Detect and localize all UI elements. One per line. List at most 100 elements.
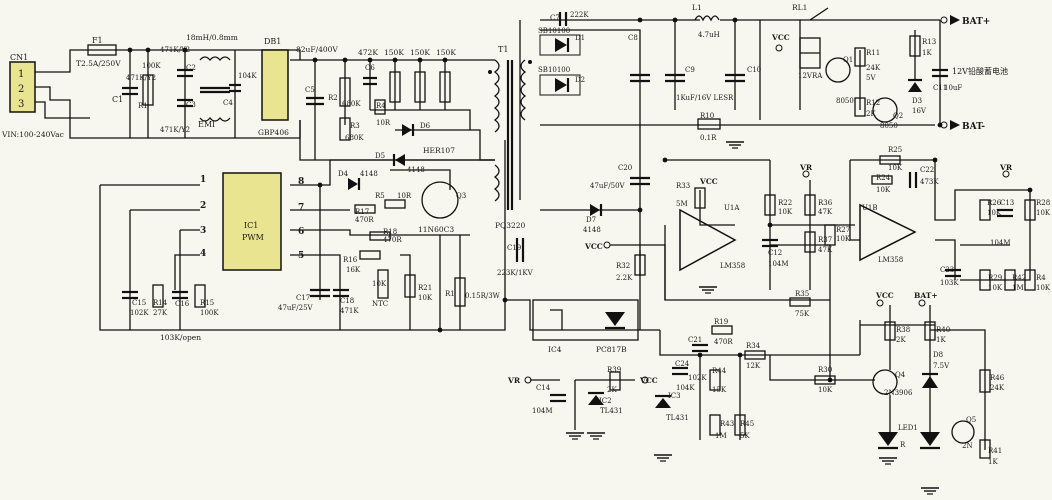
label-r4xv: 10K — [1036, 284, 1051, 292]
opamp-u1b — [860, 205, 915, 260]
resistor-r19 — [712, 326, 732, 334]
label-bat-n: BAT- — [962, 122, 985, 132]
label-vcc: VCC — [771, 33, 790, 42]
label-r2v: 680K — [342, 100, 361, 108]
label-r17: R17 — [355, 208, 369, 216]
label-cn1: CN1 — [10, 53, 28, 62]
label-c23v: 103K — [940, 279, 959, 287]
label-r36: R36 — [818, 199, 833, 207]
label-r15v: 100K — [200, 309, 219, 317]
zener-d3 — [908, 80, 922, 92]
label-r10v: 0.1R — [700, 134, 717, 142]
label-r1: R1 — [138, 102, 148, 110]
label-sb2: SB10100 — [538, 66, 570, 74]
transistor-q5 — [952, 421, 974, 443]
label-r43: R43 — [720, 420, 734, 428]
optocoupler-pc817 — [533, 300, 638, 340]
relay-rl1 — [800, 8, 828, 68]
label-r14v: 27K — [153, 309, 168, 317]
label-r32v: 2.2K — [616, 274, 633, 282]
label-r150c: 150K — [436, 48, 456, 57]
label-tl2: TL431 — [600, 407, 623, 415]
label-c19v: 223K/1KV — [497, 269, 534, 277]
label-r38: R38 — [896, 326, 910, 334]
label-c17v: 47uF/25V — [278, 304, 314, 312]
schottky-d1 — [540, 35, 580, 55]
label-tl1: TL431 — [666, 414, 689, 422]
label-vr3: VR — [507, 376, 521, 385]
label-ic2: IC2 — [599, 397, 612, 405]
label-r43v: 1M — [715, 432, 727, 440]
label-c7v: 222K — [570, 11, 589, 19]
led-2 — [920, 432, 940, 448]
label-vcc5: VCC — [875, 291, 894, 300]
label-c8: C8 — [628, 34, 638, 42]
emi-choke — [200, 57, 230, 121]
label-pin5: 5 — [298, 251, 304, 261]
label-ntcv: 10K — [372, 280, 387, 288]
label-d8: D8 — [933, 351, 943, 359]
label-sb1: SB10100 — [538, 27, 570, 35]
label-c18: C18 — [340, 297, 354, 305]
label-r30v: 10K — [818, 386, 833, 394]
diode-d6 — [402, 124, 413, 136]
label-r29v: 10K — [988, 284, 1003, 292]
label-r22v: 10K — [778, 208, 793, 216]
label-c6v: 472K — [358, 48, 378, 57]
label-vcc2: VCC — [584, 242, 603, 251]
label-r16v: 16K — [346, 266, 361, 274]
label-sv: 5V — [866, 74, 876, 82]
label-c18v: 471K — [340, 307, 359, 315]
label-d2: D2 — [575, 76, 585, 84]
label-d5v: 4148 — [407, 166, 425, 174]
label-r42: R42 — [1012, 274, 1026, 282]
label-ntc: NTC — [372, 300, 388, 308]
label-r28v: 10K — [1036, 209, 1051, 217]
resistor-r10 — [698, 119, 720, 129]
label-r3v: 680K — [345, 134, 364, 142]
label-ledR: R — [900, 441, 906, 449]
label-r19v: 470R — [714, 338, 733, 346]
schottky-d2 — [540, 75, 580, 95]
label-r32: R32 — [616, 262, 630, 270]
label-c22v: 473K — [920, 178, 939, 186]
label-c13: C13 — [1000, 199, 1014, 207]
zener-d8 — [922, 374, 938, 388]
resistor-r5 — [385, 200, 405, 208]
label-c1v: 471K/Y2 — [126, 74, 156, 82]
capacitor-c14 — [550, 395, 566, 401]
label-vin: VIN:100-240Vac — [1, 130, 64, 139]
label-c15: C15 — [132, 299, 146, 307]
label-pin2: 2 — [200, 201, 206, 211]
opamp-u1a — [680, 210, 735, 270]
label-q1: Q1 — [843, 56, 853, 64]
label-r150a: 150K — [384, 48, 404, 57]
label-gbp: GBP406 — [258, 128, 289, 137]
diode-d7 — [590, 204, 601, 216]
label-emi-hdr: 18mH/0.8mm — [186, 33, 238, 42]
label-r13: R13 — [922, 38, 936, 46]
label-r41: R41 — [988, 447, 1002, 455]
label-vr1: VR — [799, 163, 813, 172]
label-r27v: 10K — [836, 235, 851, 243]
label-u1a: U1A — [724, 204, 740, 212]
label-l1: L1 — [692, 3, 702, 12]
label-r2: R2 — [328, 94, 338, 102]
label-c21v: 102K — [688, 374, 707, 382]
label-r27: R27 — [836, 226, 850, 234]
label-r22: R22 — [778, 199, 792, 207]
label-r40v: 1K — [936, 336, 946, 344]
label-f1: F1 — [92, 36, 103, 45]
label-r5: R5 — [375, 192, 385, 200]
label-pc817: PC817B — [596, 345, 627, 354]
label-d5: D5 — [375, 152, 385, 160]
svg-text:2: 2 — [18, 84, 24, 95]
label-c9: C9 — [685, 66, 695, 74]
label-c21: C21 — [688, 336, 702, 344]
label-r46: R46 — [990, 374, 1005, 382]
label-c16v: 103K/open — [160, 333, 201, 342]
label-r36v: 47K — [818, 208, 833, 216]
label-c5: C5 — [305, 86, 315, 94]
label-c5v: 82uF/400V — [296, 45, 338, 54]
